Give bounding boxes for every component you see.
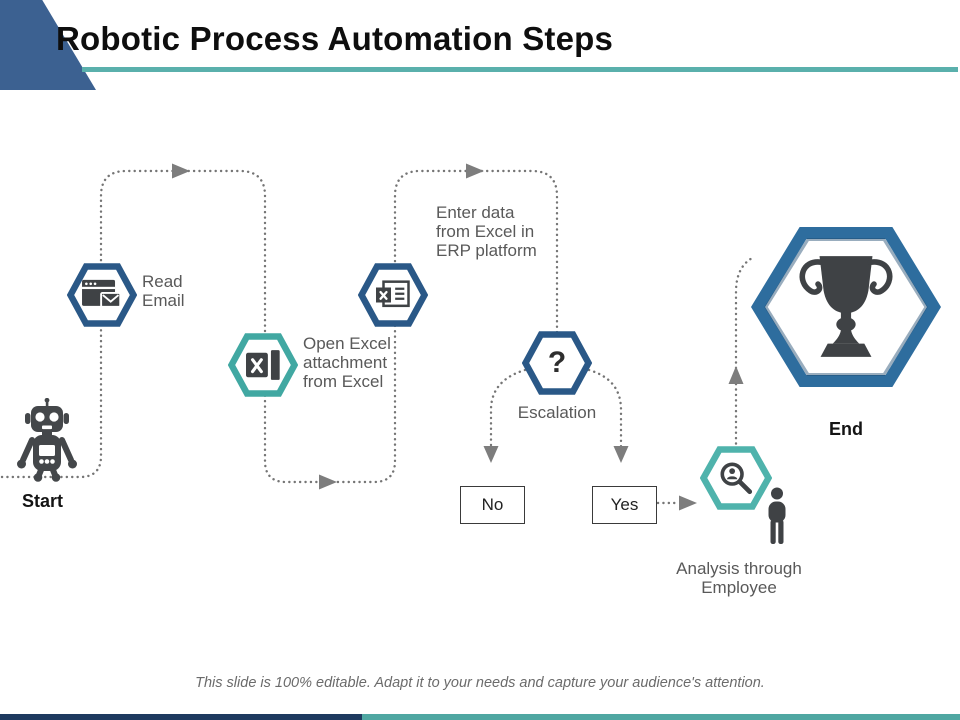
title-underline bbox=[82, 67, 958, 72]
bottom-bar-teal-segment bbox=[362, 714, 960, 720]
start-label: Start bbox=[22, 491, 64, 511]
arrowhead-down-yes bbox=[613, 446, 629, 463]
robot-icon[interactable] bbox=[15, 397, 79, 482]
decision-box-yes[interactable]: Yes bbox=[592, 486, 657, 524]
arrowhead-down-no bbox=[483, 446, 499, 463]
magnifier-person-icon bbox=[700, 446, 772, 510]
no-label: No bbox=[481, 495, 504, 514]
arrowhead-up-end bbox=[728, 366, 744, 384]
connector-escalation-no bbox=[489, 368, 527, 450]
person-icon[interactable] bbox=[764, 487, 790, 549]
escalation-label: Escalation bbox=[517, 403, 597, 422]
page-title: Robotic Process Automation Steps bbox=[56, 20, 614, 57]
node-enter-data[interactable] bbox=[358, 263, 428, 327]
bottom-bar-navy-segment bbox=[0, 714, 362, 720]
analysis-label: Analysis through Employee bbox=[676, 559, 802, 597]
browser-mail-icon bbox=[67, 263, 137, 327]
node-analysis[interactable] bbox=[700, 446, 772, 510]
arrowhead-right-3 bbox=[466, 163, 484, 179]
decision-box-no[interactable]: No bbox=[460, 486, 525, 524]
arrowhead-right-1 bbox=[172, 163, 190, 179]
footer-note: This slide is 100% editable. Adapt it to… bbox=[195, 675, 765, 691]
question-mark-icon: ? bbox=[547, 346, 567, 379]
arrowhead-right-analysis bbox=[679, 495, 697, 511]
node-read-email[interactable] bbox=[67, 263, 137, 327]
open-excel-label: Open Excel attachment from Excel bbox=[303, 334, 391, 391]
connector-escalation-yes bbox=[587, 368, 623, 450]
yes-label: Yes bbox=[610, 495, 639, 514]
node-end[interactable] bbox=[751, 226, 941, 388]
excel-document-icon bbox=[358, 263, 428, 327]
trophy-icon bbox=[751, 226, 941, 388]
end-label: End bbox=[829, 419, 863, 439]
bottom-accent-bar bbox=[0, 714, 960, 720]
connector-analysis-end bbox=[734, 255, 756, 451]
node-open-excel[interactable] bbox=[228, 333, 298, 397]
arrowhead-right-2 bbox=[319, 474, 337, 490]
excel-icon bbox=[228, 333, 298, 397]
enter-data-label: Enter data from Excel in ERP platform bbox=[436, 203, 537, 260]
node-escalation[interactable]: ? bbox=[522, 331, 592, 395]
connector-main-path bbox=[0, 169, 559, 484]
read-email-label: Read Email bbox=[142, 272, 185, 310]
